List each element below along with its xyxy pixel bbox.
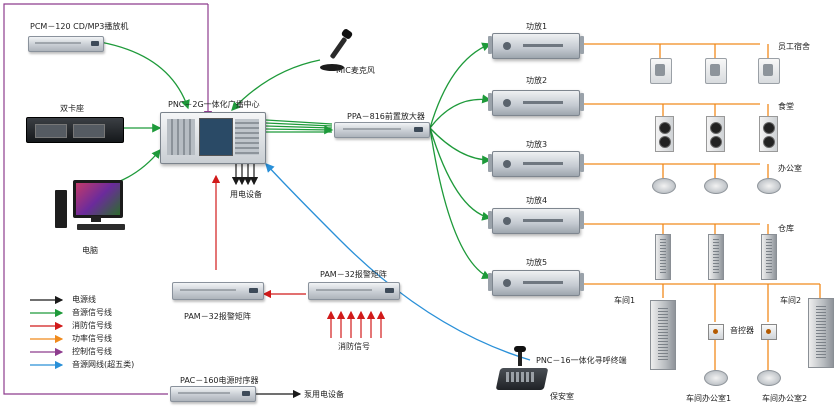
broadcast-center-device — [160, 112, 266, 164]
box-speaker-icon — [706, 116, 725, 152]
speaker-lines — [580, 43, 821, 370]
legend-label: 功率信号线 — [72, 334, 112, 343]
network-line — [265, 163, 531, 361]
amplifier-icon — [488, 151, 584, 177]
wall-speaker-icon — [758, 58, 780, 84]
paging-console-icon — [495, 346, 549, 392]
column-speaker-icon — [708, 234, 724, 280]
ceiling-speaker-icon — [652, 178, 676, 194]
ceiling-speaker-icon — [757, 178, 781, 194]
legend-swatch — [30, 360, 64, 370]
power-sequencer-device — [170, 386, 256, 402]
zone-ws-office2-label: 车间办公室2 — [762, 394, 808, 403]
legend-item: 音源信号线 — [28, 307, 178, 319]
wall-speaker-icon — [705, 58, 727, 84]
alarm-matrix-right-label: PAM－32报警矩阵 — [320, 270, 387, 279]
zone-canteen-label: 食堂 — [778, 102, 794, 111]
cd-player-device — [28, 36, 104, 52]
volume-control-icon — [761, 324, 777, 340]
zone-workshop2-label: 车间2 — [780, 296, 802, 305]
amp4-label: 功放4 — [526, 196, 548, 205]
legend-swatch — [30, 334, 64, 344]
zone-warehouse-label: 仓库 — [778, 224, 794, 233]
column-speaker-icon — [655, 234, 671, 280]
volume-control-label: 音控器 — [730, 326, 754, 335]
computer-label: 电脑 — [82, 246, 98, 255]
cd-player-label: PCM－120 CD/MP3播放机 — [30, 22, 129, 31]
power-lines — [231, 162, 302, 399]
legend-swatch — [30, 295, 64, 305]
amplifier-icon — [488, 270, 584, 296]
zone-office-label: 办公室 — [778, 164, 802, 173]
legend: 电源线 音源信号线 消防信号线 功率信号线 控制信号线 音源网线(超五类) — [28, 294, 188, 374]
preamp-label: PPA－816前置放大器 — [347, 112, 425, 121]
legend-label: 电源线 — [72, 295, 96, 304]
volume-control-icon — [708, 324, 724, 340]
power-sequencer-label: PAC－160电源时序器 — [180, 376, 259, 385]
column-speaker-icon — [808, 298, 834, 368]
fire-signal-label: 消防信号 — [338, 342, 370, 351]
column-speaker-icon — [761, 234, 777, 280]
microphone-icon — [318, 27, 366, 76]
dual-deck-label: 双卡座 — [60, 104, 84, 113]
legend-item: 音源网线(超五类) — [28, 359, 178, 371]
legend-label: 控制信号线 — [72, 347, 112, 356]
amp2-label: 功放2 — [526, 76, 548, 85]
zone-ws-office1-label: 车间办公室1 — [686, 394, 732, 403]
zone-dorm-label: 员工宿舍 — [778, 42, 810, 51]
amplifier-icon — [488, 33, 584, 59]
legend-item: 电源线 — [28, 294, 178, 306]
amp5-label: 功放5 — [526, 258, 548, 267]
legend-swatch — [30, 308, 64, 318]
box-speaker-icon — [655, 116, 674, 152]
amp3-label: 功放3 — [526, 140, 548, 149]
computer-icon — [55, 178, 135, 240]
aux-power-label: 泵用电设备 — [304, 390, 344, 399]
amplifier-icon — [488, 90, 584, 116]
amplifier-icon — [488, 208, 584, 234]
ceiling-speaker-icon — [704, 370, 728, 386]
zone-workshop1-label: 车间1 — [614, 296, 636, 305]
mic-label: MIC麦克风 — [336, 66, 375, 75]
box-speaker-icon — [759, 116, 778, 152]
amp1-label: 功放1 — [526, 22, 548, 31]
paging-label: PNC－16一体化寻呼终端 — [536, 356, 627, 365]
legend-item: 功率信号线 — [28, 333, 178, 345]
ceiling-speaker-icon — [704, 178, 728, 194]
audio-source-lines — [99, 41, 492, 279]
legend-item: 消防信号线 — [28, 320, 178, 332]
ceiling-speaker-icon — [757, 370, 781, 386]
power-devices-label: 用电设备 — [230, 190, 262, 199]
wall-speaker-icon — [650, 58, 672, 84]
cassette-deck-icon — [26, 117, 124, 143]
alarm-matrix-left-label: PAM－32报警矩阵 — [184, 312, 251, 321]
legend-label: 音源信号线 — [72, 308, 112, 317]
alarm-matrix-right-device — [308, 282, 400, 300]
legend-swatch — [30, 347, 64, 357]
legend-swatch — [30, 321, 64, 331]
alarm-matrix-left-device — [172, 282, 264, 300]
center-label: PNC－2G一体化广播中心 — [168, 100, 260, 109]
legend-item: 控制信号线 — [28, 346, 178, 358]
guard-room-label: 保安室 — [550, 392, 574, 401]
legend-label: 消防信号线 — [72, 321, 112, 330]
fire-signal-lines — [211, 174, 386, 338]
column-speaker-icon — [650, 300, 676, 370]
legend-label: 音源网线(超五类) — [72, 360, 135, 369]
control-signal-line — [3, 3, 213, 395]
preamp-device — [334, 122, 430, 138]
